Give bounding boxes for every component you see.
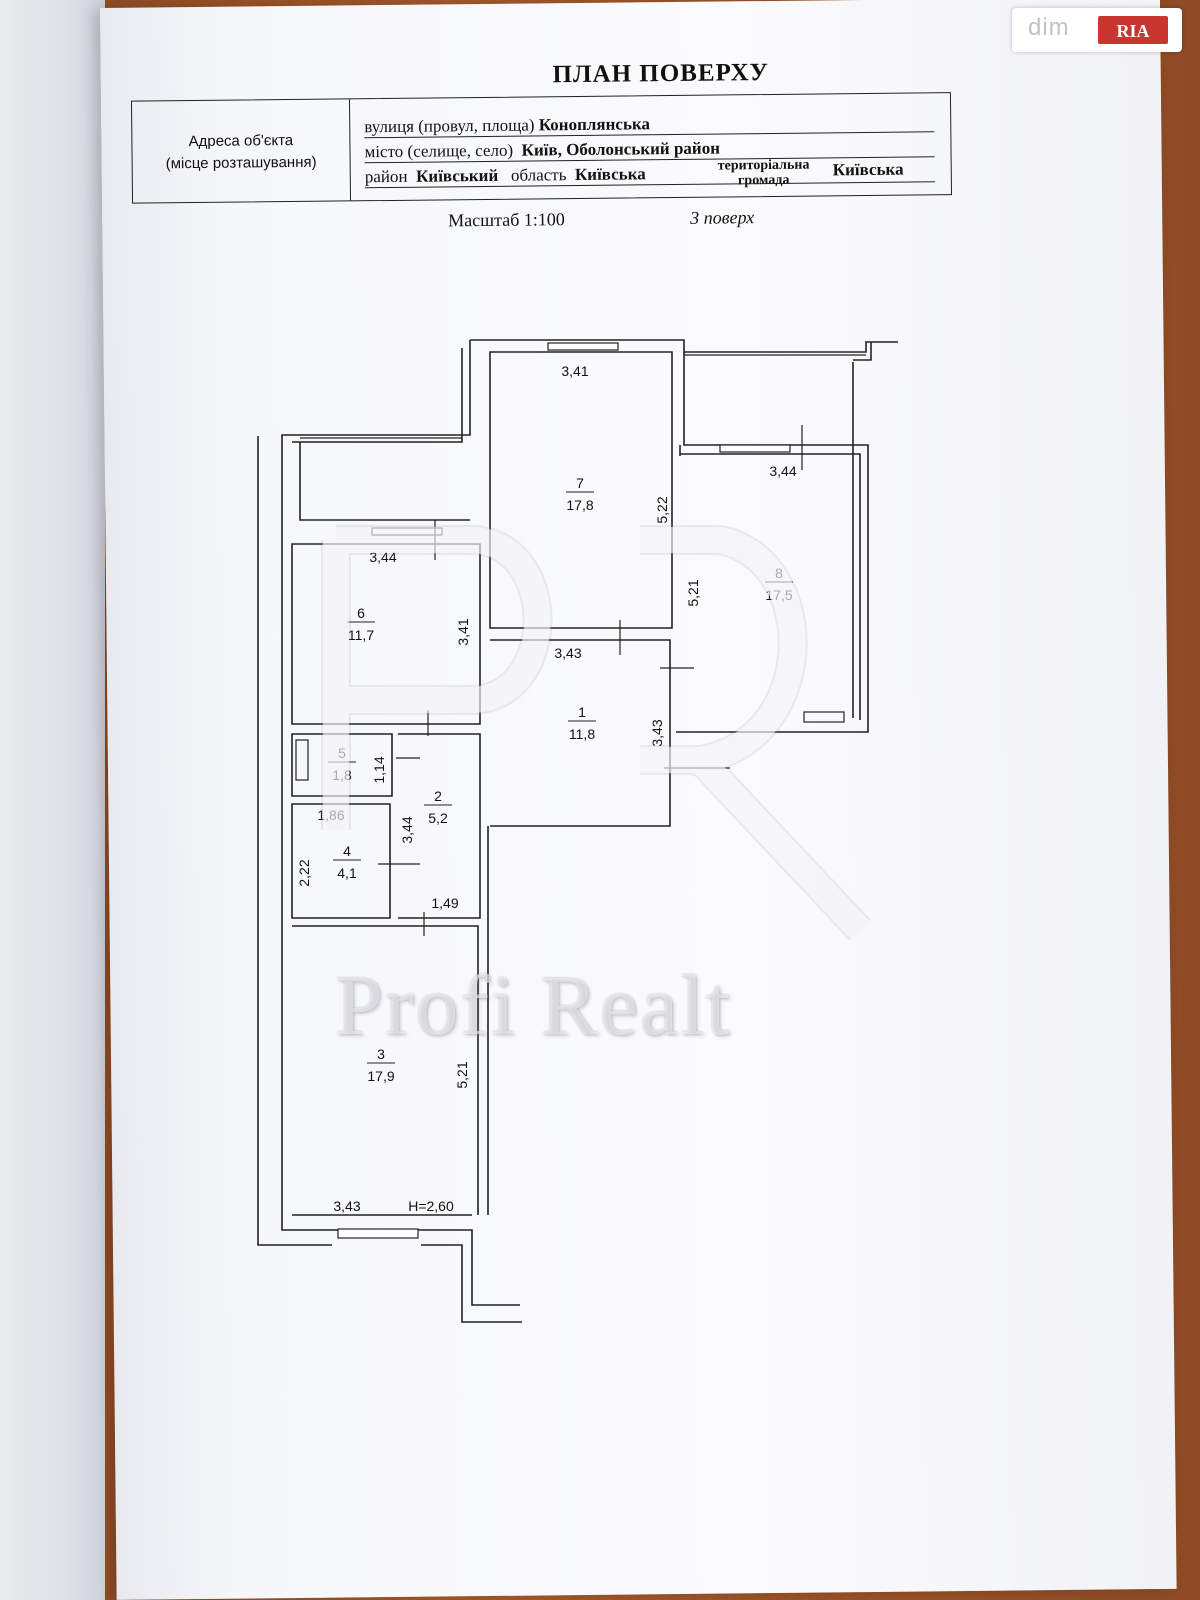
room-4-number: 4 <box>343 843 351 859</box>
room-3-area: 17,9 <box>367 1068 394 1084</box>
room-6-area: 11,7 <box>348 627 374 643</box>
window <box>337 1228 419 1239</box>
window <box>719 444 791 453</box>
watermark-monogram <box>321 525 871 941</box>
room-6-number: 6 <box>357 605 365 621</box>
room-2-number: 2 <box>434 788 442 804</box>
window <box>547 342 619 351</box>
dim-r1-top: 3,43 <box>554 645 581 661</box>
room-1-number: 1 <box>578 704 586 720</box>
monogram-p-highlight <box>323 527 551 830</box>
dim-r5-side: 1,14 <box>371 756 387 783</box>
dim-r1-side: 3,43 <box>649 719 665 746</box>
dim-r7-side: 5,22 <box>654 496 670 523</box>
stove-icon <box>803 711 845 723</box>
bathtub-icon <box>295 739 309 781</box>
room-3-number: 3 <box>377 1046 385 1062</box>
fixtures <box>295 711 845 781</box>
dim-r6-side: 3,41 <box>455 618 471 645</box>
room-7-number: 7 <box>576 475 584 491</box>
dim-r4-side: 2,22 <box>296 859 312 886</box>
room-1-area: 11,8 <box>569 726 595 742</box>
dim-r8-side: 5,21 <box>685 579 701 606</box>
room-4-area: 4,1 <box>337 865 357 881</box>
ceiling-height: H=2,60 <box>408 1198 454 1214</box>
logo-ria-badge: RIA <box>1098 16 1168 44</box>
logo-dim-text: dim <box>1028 14 1070 41</box>
dim-r3-side: 5,21 <box>454 1061 470 1088</box>
dim-r3-bottom: 3,43 <box>333 1198 360 1214</box>
dim-ria-logo[interactable]: dim RIA <box>1012 8 1182 52</box>
room-7-area: 17,8 <box>566 497 593 513</box>
watermark-text: Profi Realt <box>335 957 732 1053</box>
room-2-area: 5,2 <box>428 810 448 826</box>
adjacent-page <box>0 0 105 1600</box>
dim-r8-top: 3,44 <box>769 463 796 479</box>
dim-r2-side: 3,44 <box>399 816 415 843</box>
monogram-r-highlight <box>640 527 870 939</box>
dim-r7-top: 3,41 <box>561 363 588 379</box>
dim-r2-bottom: 1,49 <box>431 895 458 911</box>
